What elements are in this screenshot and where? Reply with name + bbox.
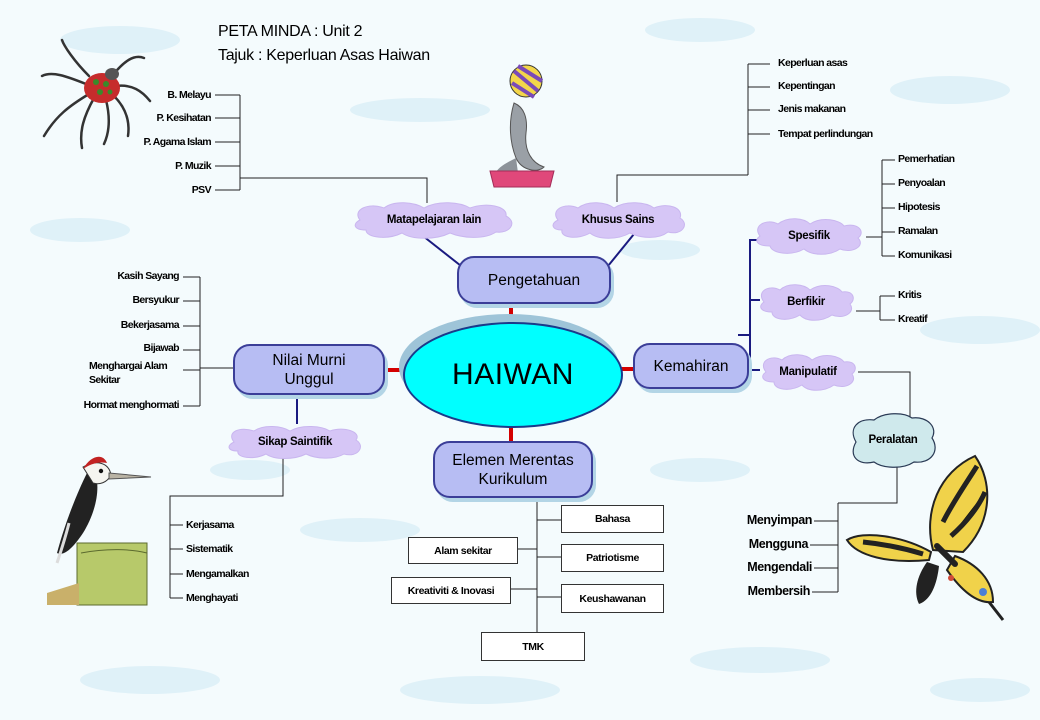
item-sekitar: Sekitar <box>89 374 120 386</box>
box-keusahawanan: Keushawanan <box>561 584 664 613</box>
item-keperluan-asas: Keperluan asas <box>778 57 848 69</box>
cloud-matapelajaran: Matapelajaran lain <box>350 200 518 240</box>
cloud-shape <box>354 202 513 239</box>
center-node: HAIWAN <box>403 322 623 428</box>
item-menghayati: Menghayati <box>186 592 238 604</box>
cloud-shape <box>552 202 685 239</box>
cloud-manipulatif-label: Manipulatif <box>779 366 837 378</box>
cloud-shape <box>760 284 854 321</box>
item-jenis-makanan: Jenis makanan <box>778 103 846 115</box>
node-nilai-murni: Nilai Murni Unggul <box>233 344 385 395</box>
item-pemerhatian: Pemerhatian <box>898 153 955 165</box>
node-elemen-line2: Kurikulum <box>478 470 548 488</box>
item-sistematik: Sistematik <box>186 543 233 555</box>
cloud-berfikir-label: Berfikir <box>787 296 825 308</box>
item-bersyukur: Bersyukur <box>132 294 179 306</box>
cloud-peralatan: Peralatan <box>848 412 938 468</box>
item-mengguna: Mengguna <box>748 537 809 551</box>
cloud-shape <box>228 426 361 459</box>
box-bahasa: Bahasa <box>561 505 664 533</box>
cloud-sikap-saintifik: Sikap Saintifik <box>224 424 366 460</box>
item-menyimpan: Menyimpan <box>746 513 813 527</box>
spider-illustration <box>40 38 152 150</box>
woodpecker-illustration <box>47 456 152 606</box>
node-nilai-line2: Unggul <box>284 370 334 388</box>
cloud-peralatan-label: Peralatan <box>868 434 918 446</box>
box-patriotisme: Patriotisme <box>561 544 664 572</box>
item-menghargai-alam: Menghargai Alam <box>89 360 168 372</box>
cloud-spesifik: Spesifik <box>752 216 866 256</box>
item-kreatif: Kreatif <box>898 313 928 325</box>
item-kasih-sayang: Kasih Sayang <box>117 270 179 282</box>
item-kerjasama: Kerjasama <box>186 519 234 531</box>
item-p-muzik: P. Muzik <box>175 160 211 172</box>
node-elemen-merentas: Elemen Merentas Kurikulum <box>433 441 593 498</box>
cloud-khusus-sains-label: Khusus Sains <box>581 214 655 226</box>
item-bijawab: Bijawab <box>143 342 180 354</box>
cloud-spesifik-label: Spesifik <box>788 230 830 242</box>
box-tmk: TMK <box>481 632 585 661</box>
item-hormat-menghormati: Hormat menghormati <box>83 399 180 411</box>
item-hipotesis: Hipotesis <box>898 201 940 213</box>
cloud-shape <box>756 218 862 255</box>
item-ramalan: Ramalan <box>898 225 938 237</box>
item-mengendali: Mengendali <box>747 560 812 574</box>
topic-title: Tajuk : Keperluan Asas Haiwan <box>218 47 430 64</box>
butterfly-illustration <box>845 454 1005 621</box>
cloud-shape <box>762 354 856 391</box>
node-pengetahuan: Pengetahuan <box>457 256 611 304</box>
cloud-shape <box>852 413 936 468</box>
item-kritis: Kritis <box>898 289 922 301</box>
item-komunikasi: Komunikasi <box>898 249 952 261</box>
cloud-matapelajaran-label: Matapelajaran lain <box>386 214 482 226</box>
item-membersih: Membersih <box>747 584 811 598</box>
cloud-manipulatif: Manipulatif <box>758 352 858 392</box>
node-elemen-line1: Elemen Merentas <box>452 451 574 469</box>
cloud-khusus-sains: Khusus Sains <box>548 200 688 240</box>
item-bekerjasama: Bekerjasama <box>120 319 180 331</box>
box-alam-sekitar: Alam sekitar <box>408 537 518 564</box>
node-nilai-line1: Nilai Murni <box>272 351 346 369</box>
item-b-melayu: B. Melayu <box>167 89 211 101</box>
map-title: PETA MINDA : Unit 2 <box>218 23 363 40</box>
item-tempat-perlindungan: Tempat perlindungan <box>778 128 873 140</box>
item-psv: PSV <box>191 184 212 196</box>
cloud-berfikir: Berfikir <box>756 282 856 322</box>
item-mengamalkan: Mengamalkan <box>186 568 249 580</box>
cloud-sikap-label: Sikap Saintifik <box>257 436 333 448</box>
item-p-agama-islam: P. Agama Islam <box>143 136 212 148</box>
box-kreativiti-inovasi: Kreativiti & Inovasi <box>391 577 511 604</box>
item-penyoalan: Penyoalan <box>898 177 946 189</box>
node-kemahiran: Kemahiran <box>633 343 749 389</box>
item-p-kesihatan: P. Kesihatan <box>156 112 212 124</box>
item-kepentingan: Kepentingan <box>778 80 836 92</box>
seal-illustration <box>489 64 555 188</box>
